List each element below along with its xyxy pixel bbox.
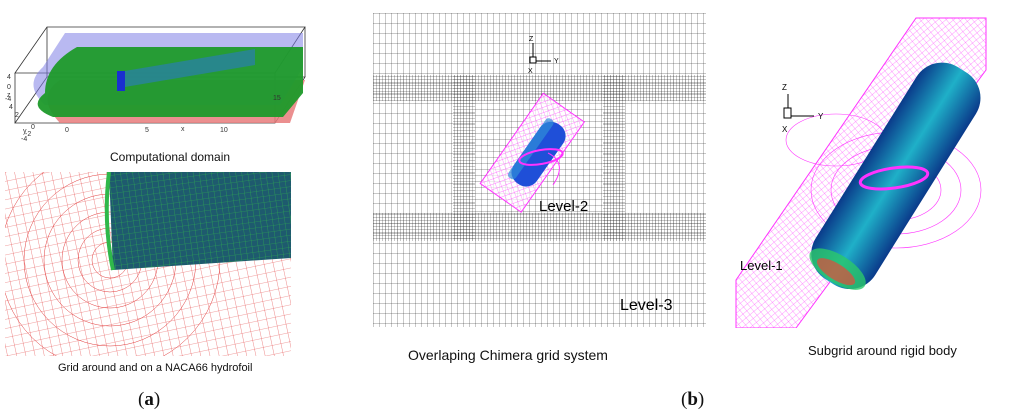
chimera-z-axis: Z	[529, 36, 534, 43]
hydrofoil-grid-figure	[5, 172, 291, 356]
y-tick-4: 4	[9, 104, 13, 111]
figure-label-a: (a)	[138, 389, 161, 410]
x-tick-10: 10	[220, 127, 228, 134]
chimera-y-axis: Y	[554, 58, 559, 65]
subgrid-y-axis: Y	[818, 112, 824, 121]
y-tick-neg2: -2	[25, 131, 31, 138]
subgrid-z-axis: Z	[782, 83, 787, 92]
subgrid-level1-label: Level-1	[740, 258, 783, 273]
z-tick-neg4: -4	[5, 96, 11, 103]
hydrofoil-grid-caption: Grid around and on a NACA66 hydrofoil	[58, 362, 253, 374]
subgrid-x-axis: X	[782, 125, 788, 134]
y-tick-2: 2	[15, 112, 19, 119]
y-tick-neg4: -4	[21, 136, 27, 143]
subgrid-figure: Z Y X Level-1	[716, 10, 1014, 328]
chimera-grid-caption: Overlaping Chimera grid system	[408, 347, 608, 363]
computational-domain-caption: Computational domain	[110, 150, 231, 164]
y-axis-label: y	[23, 128, 27, 135]
chimera-x-axis: X	[528, 68, 533, 75]
figure-letter-a: a	[144, 389, 154, 410]
x-tick-0: 0	[65, 127, 69, 134]
z-axis-label: z	[7, 92, 11, 99]
y-tick-0: 0	[31, 124, 35, 131]
x-axis-label: x	[181, 126, 185, 133]
chimera-grid-figure: Z Y X Level-2 Level-3	[373, 13, 706, 327]
figure-letter-b: b	[687, 389, 698, 410]
x-tick-15: 15	[273, 95, 281, 102]
x-tick-5: 5	[145, 127, 149, 134]
chimera-level2-label: Level-2	[539, 198, 588, 215]
computational-domain-figure: z y x 0 5 10 15 -4 -2 0 2 4 4 0 -4	[5, 5, 310, 145]
figure-label-b: (b)	[681, 389, 705, 410]
subgrid-caption: Subgrid around rigid body	[808, 343, 957, 358]
z-tick-4: 4	[7, 74, 11, 81]
z-tick-0: 0	[7, 84, 11, 91]
chimera-level3-label: Level-3	[620, 297, 673, 314]
